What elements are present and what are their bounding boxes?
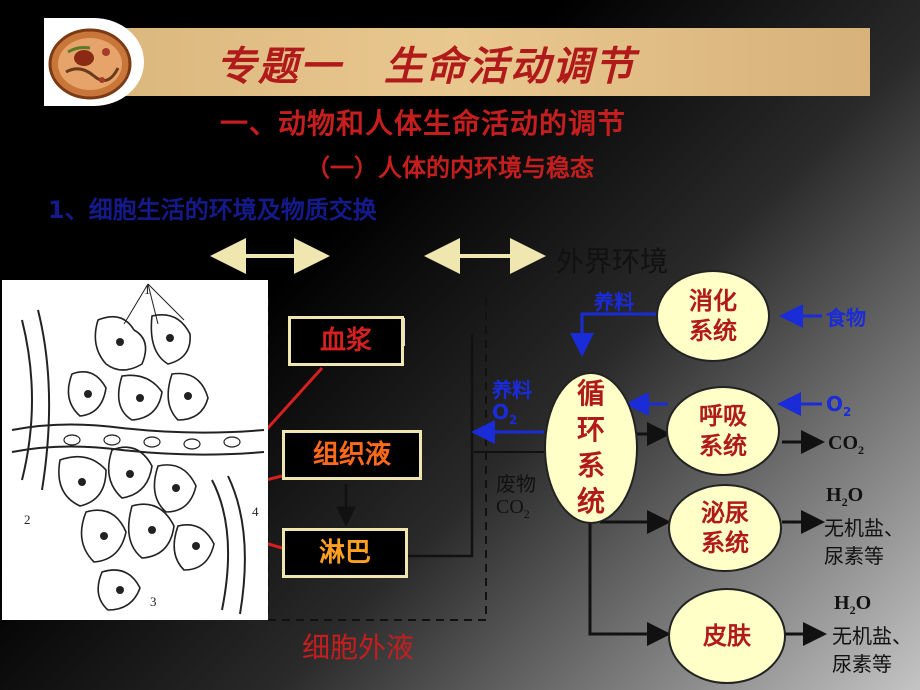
lymph-box: 淋巴 — [282, 528, 408, 578]
nutrients-top-label: 养料 — [594, 290, 634, 314]
tissue-cell-figure: 1 2 3 4 — [2, 280, 268, 620]
cell-illustration-icon — [48, 28, 132, 100]
urea-urinary-label: 尿素等 — [824, 546, 884, 568]
figure-number-4: 4 — [252, 504, 259, 519]
slide-title: 专题一 生命活动调节 — [216, 44, 636, 90]
circulatory-system-label: 循环系统 — [576, 377, 605, 518]
urinary-system-label: 泌尿系统 — [701, 499, 749, 557]
circ-to-skin-arrow — [588, 522, 671, 646]
title-bar — [44, 28, 870, 96]
extracellular-boundary — [267, 296, 487, 621]
extracellular-fluid-label: 细胞外液 — [302, 631, 415, 664]
respiratory-system-node: 呼吸系统 — [666, 386, 780, 476]
nutrient-arrow-top — [570, 312, 656, 357]
food-label: 食物 — [826, 306, 866, 330]
urinary-system-node: 泌尿系统 — [668, 484, 782, 572]
co2-waste-label: CO2 — [496, 496, 530, 521]
main-heading: 一、动物和人体生命活动的调节 — [220, 107, 627, 140]
lymph-return-line — [406, 334, 474, 558]
cell-image-frame — [44, 18, 144, 106]
tissue-fluid-box: 组织液 — [282, 430, 422, 480]
external-environment-label: 外界环境 — [556, 245, 669, 278]
salts-skin-label: 无机盐、 — [832, 626, 912, 648]
figure-number-3: 3 — [150, 594, 157, 609]
co2-resp-label: CO2 — [828, 432, 864, 457]
skin-node: 皮肤 — [668, 588, 786, 684]
h2o-urinary-label: H2O — [826, 484, 864, 509]
o2-mid-label: O2 — [492, 400, 518, 427]
respiratory-system-label: 呼吸系统 — [699, 402, 747, 460]
salts-urinary-label: 无机盐、 — [824, 518, 904, 540]
digestive-system-node: 消化系统 — [656, 270, 770, 362]
section-heading: 1、细胞生活的环境及物质交换 — [48, 196, 377, 224]
nutrients-mid-label: 养料 — [492, 378, 532, 402]
h2o-skin-label: H2O — [834, 592, 872, 617]
plasma-box: 血浆 — [288, 316, 404, 366]
figure-number-2: 2 — [24, 512, 31, 527]
sub-heading: （一）人体的内环境与稳态 — [306, 154, 594, 182]
skin-label: 皮肤 — [703, 622, 751, 650]
digestive-system-label: 消化系统 — [689, 287, 737, 345]
circulatory-system-node: 循环系统 — [544, 372, 638, 524]
figure-number-1: 1 — [144, 282, 151, 297]
o2-right-label: O2 — [826, 392, 852, 419]
urea-skin-label: 尿素等 — [832, 654, 892, 676]
waste-label: 废物 — [496, 474, 536, 496]
